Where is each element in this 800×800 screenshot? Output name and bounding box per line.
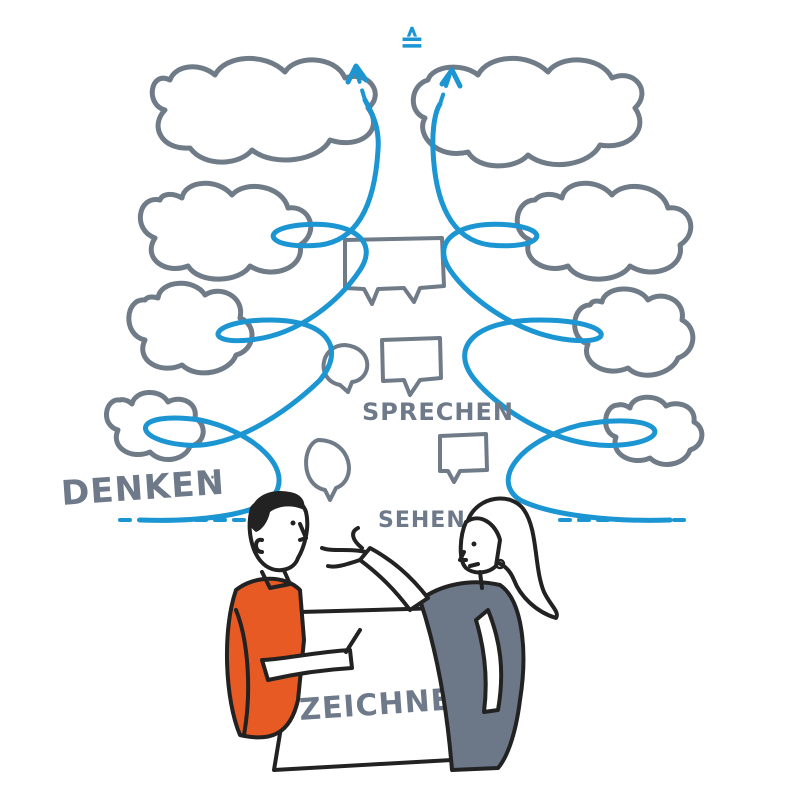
woman-raised-arm [358, 546, 430, 612]
thought-clouds-right [410, 56, 705, 467]
speech-bubble-lower-left [304, 438, 351, 502]
speech-bubble-mid [380, 336, 443, 397]
cloud-right-2 [514, 180, 694, 282]
arrow-head-right [439, 67, 463, 89]
thought-flow-lines [118, 63, 692, 523]
cloud-right-3 [572, 286, 696, 378]
speech-bubbles [304, 236, 489, 502]
speech-bubble-mid-left [321, 343, 370, 394]
label-sehen: SEHEN [378, 508, 466, 533]
man-arm [260, 648, 354, 682]
earring-icon [494, 558, 506, 570]
arrow-head-left [345, 63, 369, 85]
cloud-left-4 [104, 390, 206, 463]
woman-face [458, 516, 502, 575]
cloud-left-1 [149, 56, 378, 165]
pen-icon [344, 628, 362, 654]
flow-line-left [137, 97, 381, 523]
cloud-right-4 [603, 394, 705, 467]
woman-arm-lower [474, 608, 504, 714]
label-sprechen: SPRECHEN [362, 398, 514, 426]
man-figure [224, 490, 362, 740]
cloud-right-1 [410, 56, 645, 169]
thought-clouds-left [104, 56, 378, 463]
cloud-left-3 [126, 280, 255, 376]
woman-figure [320, 496, 559, 772]
speech-bubble-right [438, 432, 489, 484]
flow-line-right [430, 101, 673, 523]
thinking-dots: ·· [202, 466, 216, 491]
speech-bubble-top [343, 236, 446, 306]
woman-hand [320, 526, 368, 569]
correspondence-symbol: ≙ [399, 25, 424, 60]
cloud-left-2 [137, 180, 314, 282]
man-hair [249, 490, 305, 532]
flow-dash-left-top [354, 68, 367, 102]
